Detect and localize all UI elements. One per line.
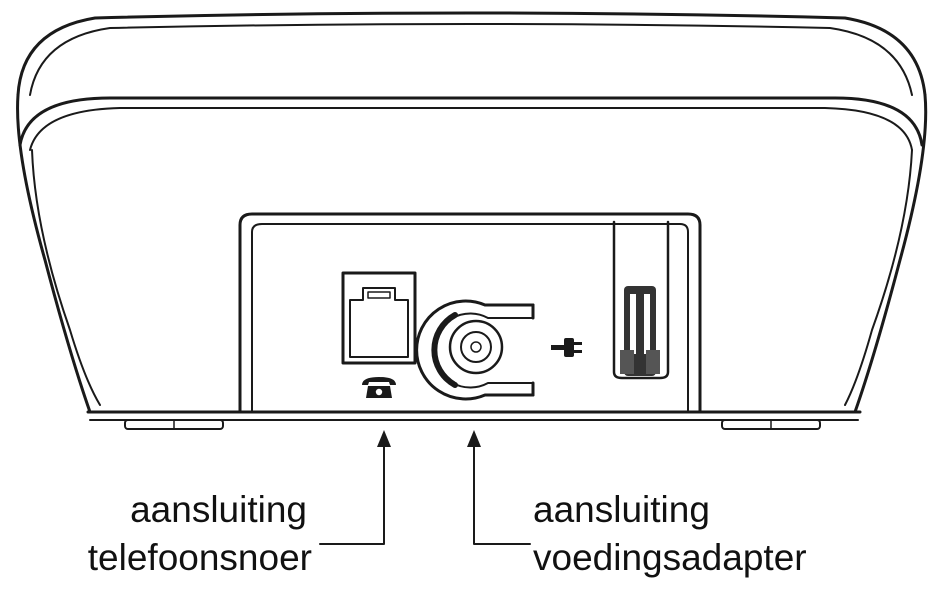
cable-clip-icon (415, 299, 535, 401)
body-top-edge (16, 11, 927, 97)
power-label-line-1: aansluiting (533, 489, 710, 530)
phone-pointer-line (319, 439, 385, 545)
power-label-line-2: voedingsadapter (533, 537, 807, 578)
base-station-body (16, 11, 928, 430)
power-jack (415, 299, 535, 401)
rear-panel-recess (238, 212, 702, 414)
body-middle-band-inner (29, 107, 913, 151)
plug-icon (551, 338, 582, 357)
dc-power-jack-icon (448, 319, 504, 375)
phone-label-line-1: aansluiting (130, 489, 307, 530)
power-pointer-line (473, 439, 531, 545)
arrow-up-icon (467, 430, 481, 447)
body-middle-band (18, 96, 924, 147)
body-right-side (698, 93, 928, 414)
body-right-inner-contour (844, 149, 913, 406)
recess-inner (251, 223, 689, 413)
rj11-jack-icon (341, 271, 417, 365)
recess-outer (238, 212, 702, 414)
side-latch (612, 220, 670, 380)
phone-label-line-2: telefoonsnoer (88, 537, 312, 578)
phone-pointer (319, 430, 391, 545)
phone-jack (341, 271, 417, 365)
body-left-inner-contour (31, 149, 101, 406)
power-pointer (467, 430, 531, 545)
body-left-side (16, 93, 242, 414)
latch-frame (612, 220, 670, 380)
body-top-inner-edge (29, 23, 913, 96)
telephone-icon (362, 377, 396, 398)
rj11-jack-opening (349, 287, 409, 358)
arrow-up-icon (377, 430, 391, 447)
